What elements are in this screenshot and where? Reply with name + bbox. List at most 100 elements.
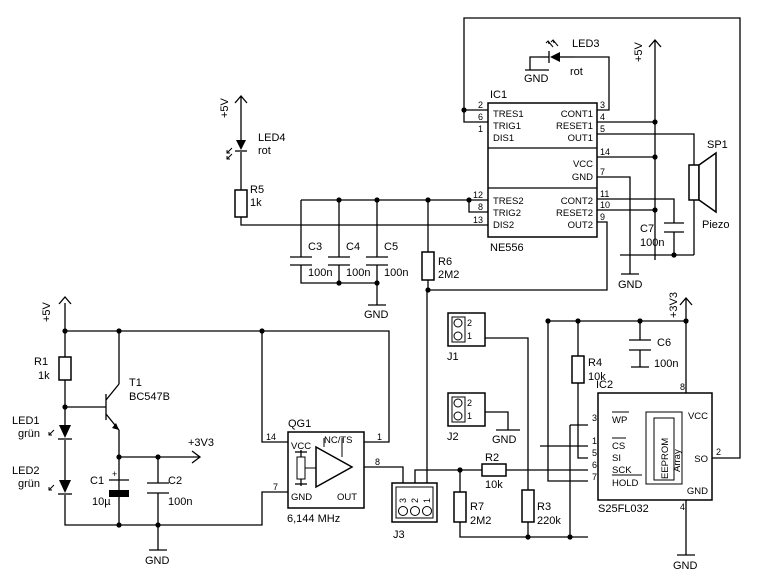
j3-pin-label: 1 [422, 498, 432, 503]
r1: R1 1k [34, 356, 72, 382]
supply-3v3-right: +3V3 [668, 292, 693, 318]
j1-ref: J1 [447, 351, 459, 363]
ic2-vcc: VCC [688, 411, 708, 422]
led2-ref: LED2 [12, 465, 40, 477]
qg1-pin-num: 8 [375, 457, 380, 467]
c5: C5 100n [366, 241, 408, 279]
gnd-label: GND [492, 434, 517, 446]
t1-value: BC547B [129, 391, 170, 403]
supply-3v3-label: +3V3 [188, 437, 214, 449]
c2-ref: C2 [168, 475, 182, 487]
led2: LED2 grün [12, 465, 72, 495]
r6-ref: R6 [438, 256, 452, 268]
ic1-pin-num: 7 [600, 167, 605, 177]
c3-value: 100n [308, 267, 332, 279]
r7-ref: R7 [470, 501, 484, 513]
ic1-pin-num: 2 [478, 100, 483, 110]
j3-pin-label: 2 [410, 498, 420, 503]
ic1-cont2: CONT2 [561, 196, 593, 207]
c7-value: 100n [640, 237, 664, 249]
gnd-right: GND [673, 554, 698, 572]
c5-value: 100n [384, 267, 408, 279]
c3: C3 100n [290, 241, 332, 279]
ic2-pin-num: 2 [716, 447, 721, 457]
r5-ref: R5 [250, 184, 264, 196]
gnd-label: GND [364, 309, 389, 321]
out-3v3-arrow: +3V3 [188, 437, 214, 464]
c4: C4 100n [328, 241, 370, 279]
r4: R4 10k [571, 355, 606, 384]
ic1-out1: OUT1 [568, 133, 593, 144]
ic2-so: SO [694, 454, 708, 465]
supply-5v-label: +5V [41, 301, 53, 322]
ic2-pin-num: 8 [680, 382, 685, 392]
gnd-label: GND [618, 279, 643, 291]
ic2-si: SI [612, 453, 621, 464]
led1: LED1 grün [12, 415, 72, 440]
ic2-part: S25FL032 [598, 503, 649, 515]
j2-connector: 2 1 J2 GND [447, 392, 517, 446]
ic1-trig2: TRIG2 [493, 208, 521, 219]
ic1-tres2: TRES2 [493, 196, 524, 207]
j1-pin-label: 2 [467, 318, 472, 328]
junction-dots [62, 107, 689, 540]
ic2-pin-num: 5 [592, 448, 597, 458]
ic1-pin-num: 8 [478, 202, 483, 212]
ic1-pin-num: 5 [600, 124, 605, 134]
t1-ref: T1 [129, 377, 142, 389]
qg1-vcc: VCC [291, 441, 311, 452]
ic2-wp: WP [612, 415, 627, 426]
wires [64, 17, 741, 555]
supply-5v-label: +5V [633, 41, 645, 62]
j2-pin-label: 2 [467, 398, 472, 408]
gnd-left: GND [145, 549, 170, 567]
gnd-label: GND [524, 73, 549, 85]
ic1-trig1: TRIG1 [493, 121, 521, 132]
t1: T1 BC547B [105, 377, 170, 431]
r3-value: 220k [537, 515, 561, 527]
ic1-cont1: CONT1 [561, 109, 593, 120]
ic2-pin-num: 6 [592, 460, 597, 470]
supply-5v-left: +5V [41, 296, 72, 322]
qg1-pin-num: 14 [266, 432, 276, 442]
ic1-pin-num: 6 [478, 112, 483, 122]
j1-connector: 2 1 J1 [447, 312, 486, 363]
led2-value: grün [18, 478, 40, 490]
c1-plus: + [112, 469, 117, 479]
qg1-out: OUT [337, 492, 357, 503]
ic2-pin-num: 4 [680, 502, 685, 512]
ic1-reset1: RESET1 [556, 121, 593, 132]
led1-value: grün [18, 428, 40, 440]
r7: R7 2M2 [453, 491, 491, 527]
ic1-gnd: GND [572, 172, 593, 183]
r3: R3 220k [521, 489, 561, 527]
ic1-pin-num: 9 [600, 212, 605, 222]
c4-value: 100n [346, 267, 370, 279]
ic2-ref: IC2 [596, 379, 613, 391]
ic2-gnd: GND [687, 486, 708, 497]
ic1-part: NE556 [490, 242, 524, 254]
ic1-pin-num: 4 [600, 112, 605, 122]
c3-ref: C3 [308, 241, 322, 253]
sp1-ref: SP1 [707, 139, 728, 151]
j3-connector: 3 2 1 J3 [391, 482, 438, 541]
ic1-dis1: DIS1 [493, 133, 514, 144]
ic1-out2: OUT2 [568, 220, 593, 231]
c6-value: 100n [654, 358, 678, 370]
r2-ref: R2 [485, 452, 499, 464]
supply-5v-label: +5V [219, 97, 231, 118]
sp1-piezo: SP1 Piezo [688, 139, 730, 231]
ic2-sck: SCK [612, 465, 632, 476]
c5-ref: C5 [384, 241, 398, 253]
ic2-array: Array [672, 449, 683, 472]
led4: LED4 rot [226, 132, 286, 160]
j2-ref: J2 [447, 431, 459, 443]
c2-value: 100n [168, 496, 192, 508]
gnd-label: GND [673, 560, 698, 572]
ic2-pin-num: 3 [592, 413, 597, 423]
gnd-caps: GND [364, 304, 389, 321]
r3-ref: R3 [537, 501, 551, 513]
c7: C7 100n [640, 222, 684, 249]
ic1-pin-num: 12 [473, 190, 483, 200]
